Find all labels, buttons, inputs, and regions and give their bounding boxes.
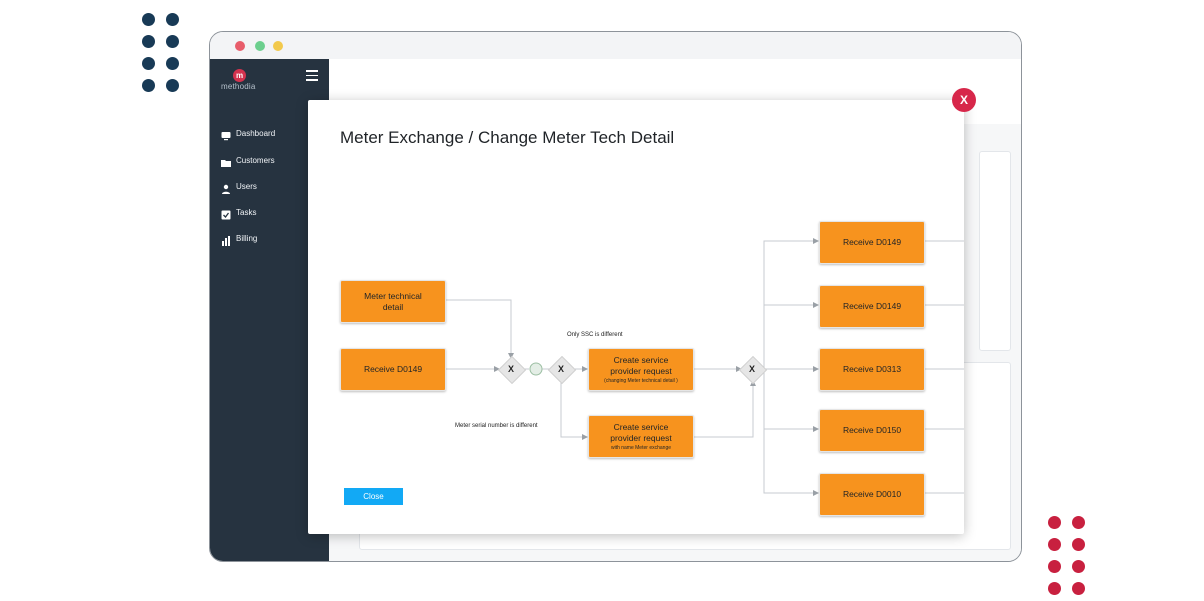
sidebar-item-users[interactable]: Users [221,179,257,194]
decor-dot [166,35,179,48]
flow-node-label: Create service provider request [610,422,672,443]
process-modal: Meter Exchange / Change Meter Tech Detai… [308,100,964,534]
decor-dot [1048,538,1061,551]
flow-node-label: Receive D0150 [842,425,902,435]
flow-node-receive-d0149-b[interactable]: Receive D0149 [819,285,925,328]
window-close-dot[interactable] [235,41,245,51]
flow-node-receive-d0150[interactable]: Receive D0150 [819,409,925,452]
sidebar-item-label: Tasks [236,207,257,217]
monitor-icon [221,128,231,141]
flow-note-serial: Meter serial number is different [455,423,538,429]
decor-dot [1048,516,1061,529]
decor-dot [166,57,179,70]
decor-dot [1072,516,1085,529]
gateway-label: X [748,364,755,374]
sidebar-item-label: Users [236,181,257,191]
flow-node-receive-d0313[interactable]: Receive D0313 [819,348,925,391]
checkbox-icon [221,207,231,220]
flow-node-sublabel: with name Meter exchange [610,445,672,451]
decor-dot [166,79,179,92]
decor-dot [142,57,155,70]
flow-node-label: Receive D0313 [842,364,902,374]
flow-node-meter-technical-detail[interactable]: Meter technical detail [340,280,446,323]
decor-dot [1072,560,1085,573]
user-icon [221,181,231,194]
sidebar-item-tasks[interactable]: Tasks [221,205,257,220]
flow-node-create-request-tech-detail[interactable]: Create service provider request (changin… [588,348,694,391]
window-maximize-dot[interactable] [255,41,265,51]
modal-title: Meter Exchange / Change Meter Tech Detai… [340,128,675,147]
close-button[interactable]: Close [344,488,403,505]
modal-close-icon[interactable]: X [952,88,976,112]
connector-line [444,299,514,359]
sidebar-item-billing[interactable]: Billing [221,231,258,246]
flow-node-receive-d0149-source[interactable]: Receive D0149 [340,348,446,391]
sidebar-item-label: Billing [236,233,258,243]
flow-node-label: Receive D0149 [842,237,902,247]
connector-line [693,380,756,438]
flow-node-label: Meter technical detail [364,290,422,312]
connector-line [560,380,588,440]
connector-line [763,238,819,369]
decor-dot [1072,538,1085,551]
decor-dot [1048,582,1061,595]
sidebar-item-label: Dashboard [236,128,276,138]
background-card [979,151,1011,351]
logo-icon: m [233,69,246,82]
decor-dot [1048,560,1061,573]
flow-node-create-request-meter-exchange[interactable]: Create service provider request with nam… [588,415,694,458]
flow-node-sublabel: (changing Meter technical detail ) [604,378,678,384]
flow-node-receive-d0149-a[interactable]: Receive D0149 [819,221,925,264]
decor-dot [166,13,179,26]
hamburger-menu-icon[interactable] [306,70,318,84]
gateway-label: X [507,364,514,374]
decor-dot [1072,582,1085,595]
sidebar-item-dashboard[interactable]: Dashboard [221,126,276,141]
decor-dot [142,79,155,92]
decor-dot [142,13,155,26]
bar-chart-icon [221,233,231,246]
flow-node-label: Create service provider request [610,355,672,376]
connector-line [763,369,819,496]
logo-text: methodia [221,82,256,91]
gateway-label: X [557,364,564,374]
window-minimize-dot[interactable] [273,41,283,51]
intermediate-event-circle [529,362,543,376]
window-titlebar [210,32,1021,60]
flow-node-label: Receive D0010 [842,489,902,499]
sidebar-item-customers[interactable]: Customers [221,153,275,167]
flow-node-label: Receive D0149 [363,364,423,374]
decor-dot [142,35,155,48]
sidebar-item-label: Customers [236,155,275,165]
folder-icon [221,155,231,167]
flow-note-ssc: Only SSC is different [567,332,623,338]
flow-node-label: Receive D0149 [842,301,902,311]
flow-node-receive-d0010[interactable]: Receive D0010 [819,473,925,516]
